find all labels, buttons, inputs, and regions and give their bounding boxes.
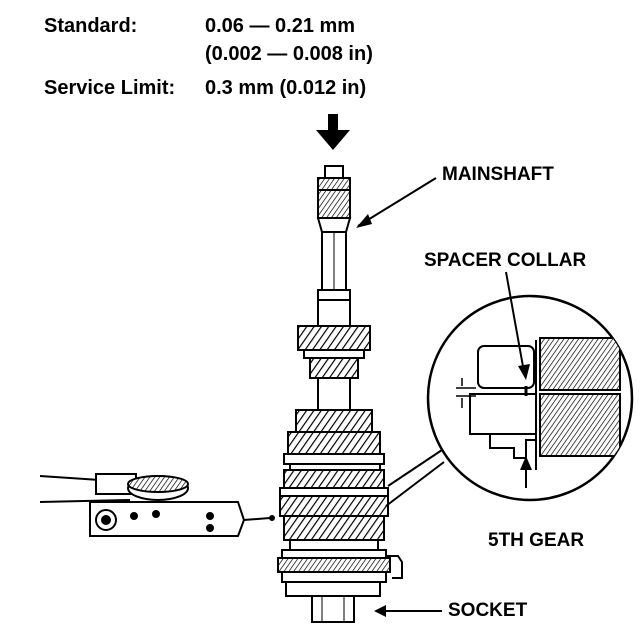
service-limit-value: 0.3 mm (0.012 in) (205, 77, 367, 99)
standard-label: Standard: (44, 15, 138, 37)
mainshaft-label: MAINSHAFT (442, 164, 554, 185)
socket-label: SOCKET (448, 600, 528, 621)
leader-arrowheads (356, 214, 532, 617)
service-limit-label: Service Limit: (44, 77, 176, 99)
detail-view (426, 294, 634, 502)
press-arrow (316, 114, 350, 150)
mainshaft-assembly (277, 165, 403, 623)
fifth-gear-label: 5TH GEAR (488, 530, 585, 551)
spacer-collar-label: SPACER COLLAR (424, 250, 587, 271)
leader-lines (357, 177, 527, 612)
standard-value-in: (0.002 — 0.008 in) (205, 43, 373, 65)
dial-indicator (39, 473, 275, 537)
standard-value-mm: 0.06 — 0.21 mm (205, 15, 356, 37)
